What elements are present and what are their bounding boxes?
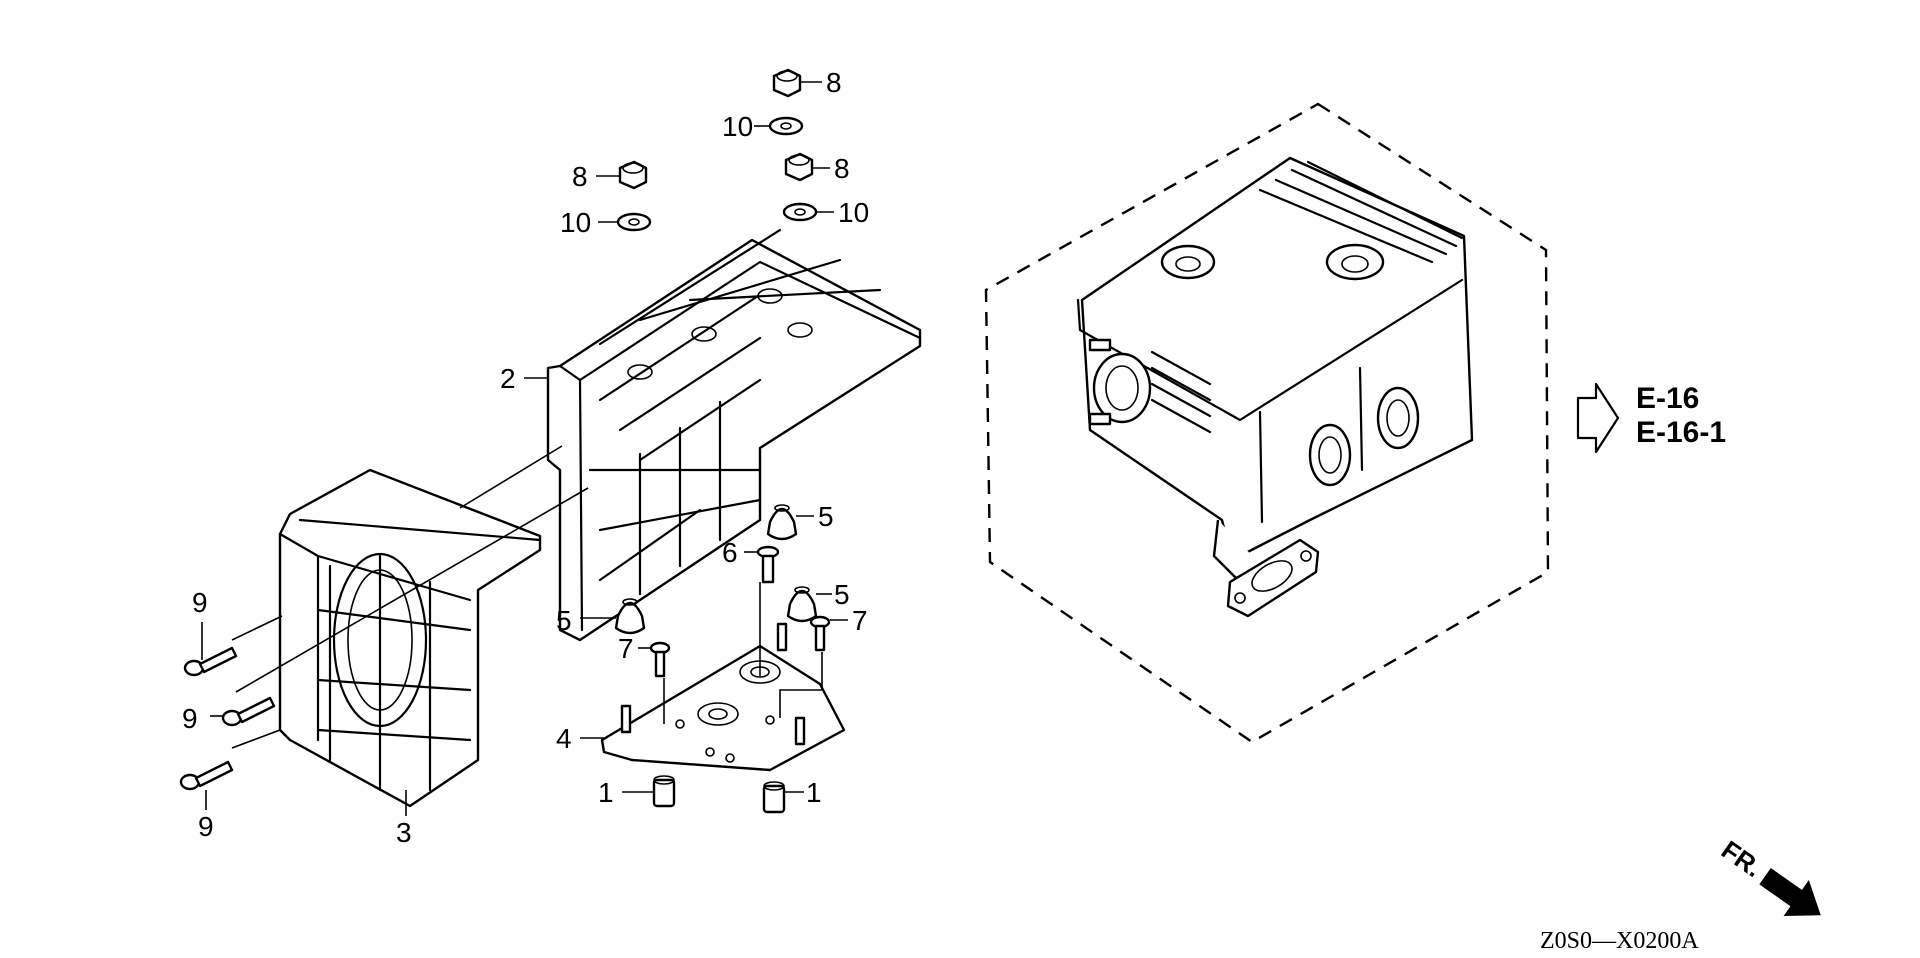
callout-4[interactable]: 4 <box>556 723 572 754</box>
callout-6[interactable]: 6 <box>722 537 738 568</box>
leader-7b-plate <box>779 652 823 718</box>
reference-arrow-icon <box>1576 382 1620 454</box>
callout-5a[interactable]: 5 <box>818 501 834 532</box>
stud-rear <box>776 622 788 652</box>
callout-8a[interactable]: 8 <box>826 67 842 98</box>
ref-e16-1[interactable]: E-16-1 <box>1636 416 1726 449</box>
bolt-9b <box>221 696 276 727</box>
stud-left <box>620 704 632 734</box>
stud-right <box>794 716 806 746</box>
bolt-6 <box>756 545 780 584</box>
mount-5b <box>786 586 818 623</box>
nut-8a <box>772 68 802 98</box>
callout-10b[interactable]: 10 <box>560 207 591 238</box>
muffler-group-boundary <box>984 102 1550 744</box>
collar-1a <box>652 775 676 808</box>
leader-frame-link-2 <box>235 487 589 693</box>
leader-frame-link-3 <box>231 615 283 641</box>
ref-e16[interactable]: E-16 <box>1636 382 1699 415</box>
callout-7a[interactable]: 7 <box>618 633 634 664</box>
callout-9c[interactable]: 9 <box>198 811 214 842</box>
muffler-group <box>984 102 1550 744</box>
screw-7a <box>649 641 671 678</box>
reference-arrow-group: E-16 E-16-1 <box>1576 382 1726 454</box>
callout-2[interactable]: 2 <box>500 363 516 394</box>
callout-7b[interactable]: 7 <box>852 605 868 636</box>
bolt-9c <box>179 760 234 791</box>
leader-frame-link-4 <box>231 729 281 749</box>
exhaust-flange <box>1212 519 1320 618</box>
bolt-9a <box>183 646 238 677</box>
callout-10c[interactable]: 10 <box>838 197 869 228</box>
callout-9b[interactable]: 9 <box>182 703 198 734</box>
mount-5a <box>766 504 798 541</box>
nut-8c <box>784 152 814 182</box>
frame-upper <box>546 228 922 642</box>
washer-10a <box>768 116 804 136</box>
callout-8b[interactable]: 8 <box>572 161 588 192</box>
callout-10a[interactable]: 10 <box>722 111 753 142</box>
diagram-code: Z0S0—X0200A <box>1540 928 1699 954</box>
mount-5c <box>614 598 646 635</box>
callout-5c[interactable]: 5 <box>556 605 572 636</box>
leader-frame-link-1 <box>459 445 563 509</box>
base-plate <box>600 644 846 772</box>
front-indicator: FR. <box>1716 834 1821 917</box>
muffler <box>1076 156 1474 562</box>
callout-8c[interactable]: 8 <box>834 153 850 184</box>
nut-8b <box>618 160 648 190</box>
frame-front <box>278 468 542 808</box>
callout-3[interactable]: 3 <box>396 817 412 848</box>
washer-10b <box>616 212 652 232</box>
callout-5b[interactable]: 5 <box>834 579 850 610</box>
callout-1a[interactable]: 1 <box>598 777 614 808</box>
front-arrow-icon <box>1759 868 1821 917</box>
front-indicator-label: FR. <box>1716 834 1768 883</box>
collar-1b <box>762 781 786 814</box>
callout-9a[interactable]: 9 <box>192 587 208 618</box>
washer-10c <box>782 202 818 222</box>
callout-1b[interactable]: 1 <box>806 777 822 808</box>
screw-7b <box>809 615 831 652</box>
